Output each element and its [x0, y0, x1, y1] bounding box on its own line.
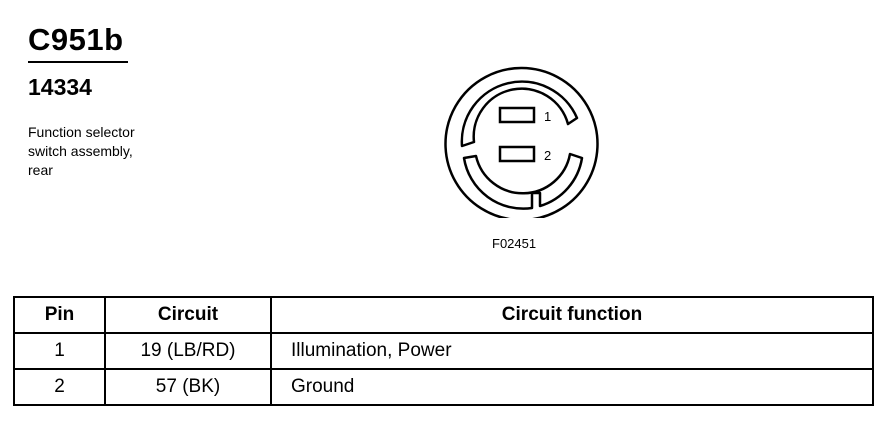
component-description: Function selector switch assembly, rear [28, 123, 135, 180]
part-number: 14334 [28, 74, 92, 100]
column-header: Circuit function [270, 296, 874, 334]
table-row: 2 57 (BK) Ground [13, 368, 874, 406]
table-row: 1 19 (LB/RD) Illumination, Power [13, 332, 874, 370]
description-line: switch assembly, [28, 143, 133, 159]
table-header-row: Pin Circuit Circuit function [13, 296, 874, 334]
pin-label: 2 [544, 148, 551, 163]
figure-code: F02451 [492, 236, 537, 251]
pin-2-terminal [498, 145, 536, 163]
pin-label: 1 [544, 109, 551, 124]
pin-cell: 1 [13, 332, 106, 370]
pin-table: Pin Circuit Circuit function 1 19 (LB/RD… [13, 296, 874, 406]
function-cell: Ground [270, 368, 874, 406]
pin-cell: 2 [13, 368, 106, 406]
column-header: Circuit [104, 296, 272, 334]
column-header: Pin [13, 296, 106, 334]
pin-1-terminal [498, 106, 536, 124]
title-underline [28, 61, 128, 63]
connector-housing [444, 66, 599, 218]
description-line: rear [28, 162, 53, 178]
connector-face-diagram: 1 2 [444, 66, 599, 218]
description-line: Function selector [28, 124, 135, 140]
connector-id: C951b [28, 22, 124, 57]
circuit-cell: 19 (LB/RD) [104, 332, 272, 370]
circuit-cell: 57 (BK) [104, 368, 272, 406]
function-cell: Illumination, Power [270, 332, 874, 370]
